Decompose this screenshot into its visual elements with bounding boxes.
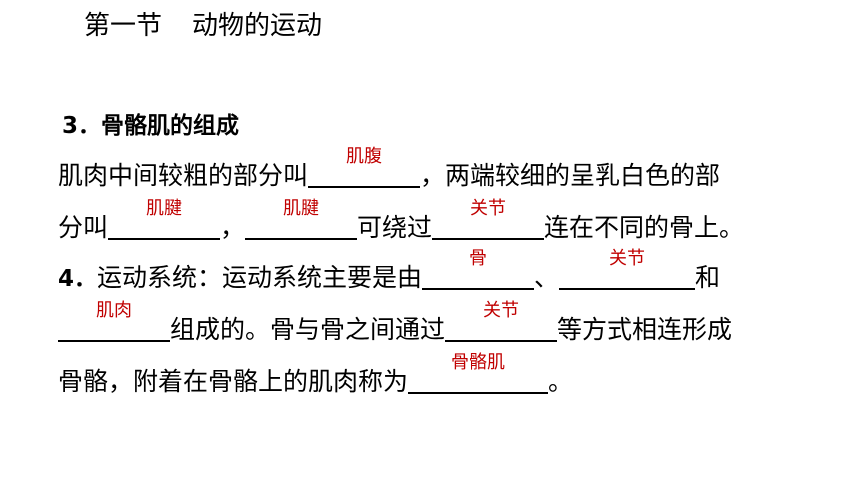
section-3-heading: 3．骨骼肌的组成 <box>62 113 240 139</box>
answer-text: 肌肉 <box>96 300 132 321</box>
answer-text: 肌腹 <box>346 146 383 167</box>
fill-blank: 骨骼肌 <box>408 352 549 394</box>
text-line-4: 肌肉组成的。骨与骨之间通过 关节等方式相连形成 <box>58 300 733 348</box>
answer-text: 关节 <box>470 198 507 219</box>
line-text: 运动系统：运动系统主要是由 <box>97 263 423 292</box>
line-text: 和 <box>695 263 721 292</box>
line-text: ， <box>220 213 246 242</box>
slide-title: 第一节动物的运动 <box>84 8 322 44</box>
title-topic: 动物的运动 <box>192 11 323 41</box>
item-number: 4． <box>58 266 98 292</box>
line-text: ，两端较细的呈乳白色的部 <box>420 161 721 190</box>
fill-blank: 肌腱 <box>245 198 358 240</box>
text-line-2: 分叫 肌腱 ， 肌腱可绕过 关节连在不同的骨上。 <box>58 198 745 246</box>
fill-blank: 肌腱 <box>108 198 221 240</box>
answer-text: 关节 <box>609 248 646 269</box>
line-text: 组成的。骨与骨之间通过 <box>170 315 446 344</box>
title-section-label: 第一节 <box>84 11 163 41</box>
fill-blank: 关节 <box>559 248 696 290</box>
text-line-1: 肌肉中间较粗的部分叫 肌腹 ，两端较细的呈乳白色的部 <box>58 146 721 194</box>
line-text: 可绕过 <box>357 213 433 242</box>
answer-text: 关节 <box>483 300 520 321</box>
text-line-3: 4．运动系统：运动系统主要是由 骨、 关节和 <box>58 248 721 297</box>
fill-blank: 关节 <box>432 198 545 240</box>
text-line-5: 骨骼，附着在骨骼上的肌肉称为 骨骼肌。 <box>58 352 574 400</box>
line-text: 肌肉中间较粗的部分叫 <box>58 161 309 190</box>
line-text: 连在不同的骨上。 <box>544 213 745 242</box>
answer-text: 骨骼肌 <box>451 352 506 373</box>
answer-text: 骨 <box>469 248 488 269</box>
line-text: 分叫 <box>58 213 109 242</box>
fill-blank: 肌肉 <box>58 300 170 342</box>
answer-text: 肌腱 <box>283 198 320 219</box>
fill-blank: 肌腹 <box>308 146 421 188</box>
fill-blank: 关节 <box>445 300 558 342</box>
fill-blank: 骨 <box>422 248 535 290</box>
line-text: 、 <box>534 263 560 292</box>
line-text: 等方式相连形成 <box>557 315 733 344</box>
line-text: 。 <box>548 367 574 396</box>
answer-text: 肌腱 <box>146 198 183 219</box>
line-text: 骨骼，附着在骨骼上的肌肉称为 <box>58 367 409 396</box>
